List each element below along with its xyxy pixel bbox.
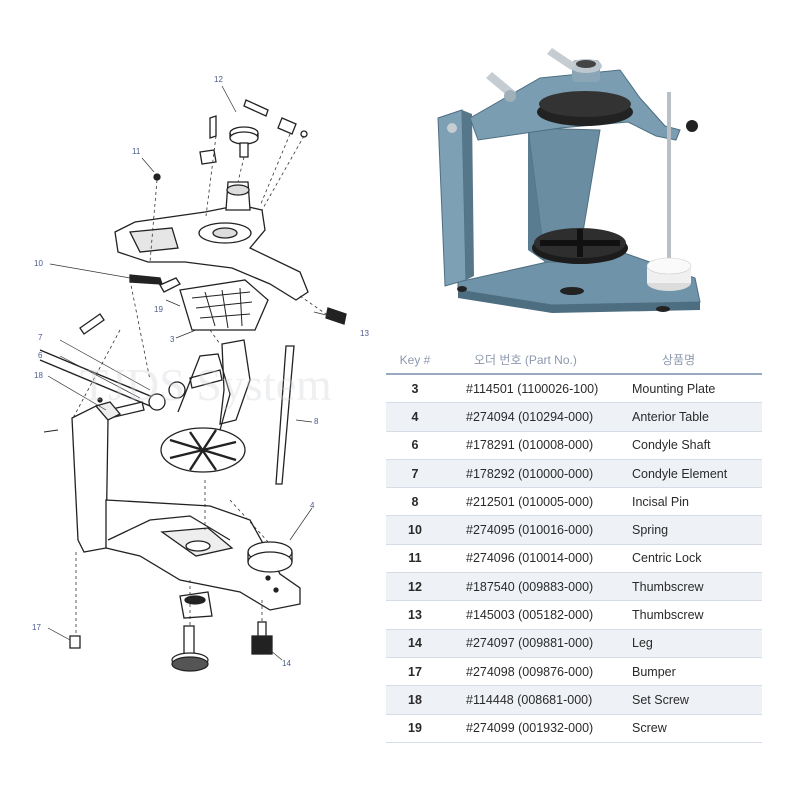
row-key: 14 xyxy=(386,629,444,658)
row-part-no: #274094 (010294-000) xyxy=(444,402,628,432)
table-row: 13#145003 (005182-000)Thumbscrew xyxy=(386,600,762,630)
table-row: 14#274097 (009881-000)Leg xyxy=(386,629,762,658)
row-key: 17 xyxy=(386,657,444,687)
callout-leader-lines xyxy=(47,85,331,661)
callout-13: 13 xyxy=(360,329,369,338)
row-part-no: #114448 (008681-000) xyxy=(444,685,628,715)
table-row: 3#114501 (1100026-100)Mounting Plate xyxy=(386,374,762,404)
row-key: 4 xyxy=(386,402,444,432)
table-row: 12#187540 (009883-000)Thumbscrew xyxy=(386,572,762,602)
row-name: Centric Lock xyxy=(628,544,762,574)
row-name: Screw xyxy=(628,714,762,743)
table-row: 4#274094 (010294-000)Anterior Table xyxy=(386,402,762,432)
row-name: Leg xyxy=(628,629,762,658)
callout-18: 18 xyxy=(34,371,43,380)
row-key: 12 xyxy=(386,572,444,602)
callout-14: 14 xyxy=(282,659,291,668)
row-key: 18 xyxy=(386,685,444,715)
callout-12: 12 xyxy=(214,75,223,84)
row-name: Spring xyxy=(628,515,762,545)
row-key: 11 xyxy=(386,544,444,574)
row-part-no: #178292 (010000-000) xyxy=(444,459,628,489)
table-row: 7#178292 (010000-000)Condyle Element xyxy=(386,459,762,489)
table-row: 11#274096 (010014-000)Centric Lock xyxy=(386,544,762,574)
callout-17: 17 xyxy=(32,623,41,632)
row-part-no: #212501 (010005-000) xyxy=(444,487,628,517)
row-key: 3 xyxy=(386,374,444,404)
row-name: Mounting Plate xyxy=(628,374,762,404)
row-part-no: #274097 (009881-000) xyxy=(444,629,628,658)
row-name: Thumbscrew xyxy=(628,600,762,630)
row-name: Thumbscrew xyxy=(628,572,762,602)
row-key: 19 xyxy=(386,714,444,743)
row-part-no: #274099 (001932-000) xyxy=(444,714,628,743)
row-name: Bumper xyxy=(628,657,762,687)
row-part-no: #145003 (005182-000) xyxy=(444,600,628,630)
row-name: Condyle Element xyxy=(628,459,762,489)
articulator-photo xyxy=(437,48,701,313)
table-row: 17#274098 (009876-000)Bumper xyxy=(386,657,762,687)
callout-6: 6 xyxy=(38,351,43,360)
callout-7: 7 xyxy=(38,333,43,342)
row-part-no: #178291 (010008-000) xyxy=(444,431,628,460)
table-row: 10#274095 (010016-000)Spring xyxy=(386,515,762,545)
row-key: 10 xyxy=(386,515,444,545)
row-key: 13 xyxy=(386,600,444,630)
table-row: 18#114448 (008681-000)Set Screw xyxy=(386,685,762,715)
watermark: TJDS System xyxy=(80,359,332,410)
row-name: Anterior Table xyxy=(628,402,762,432)
header-key: Key # xyxy=(386,346,444,375)
row-key: 6 xyxy=(386,431,444,460)
row-name: Set Screw xyxy=(628,685,762,715)
callout-11: 11 xyxy=(132,147,141,156)
row-part-no: #187540 (009883-000) xyxy=(444,572,628,602)
table-row: 19#274099 (001932-000)Screw xyxy=(386,714,762,743)
assembly-guide-lines xyxy=(71,133,327,636)
table-row: 6#178291 (010008-000)Condyle Shaft xyxy=(386,431,762,460)
header-product-name: 상품명 xyxy=(628,346,762,375)
callout-10: 10 xyxy=(34,259,43,268)
row-part-no: #274096 (010014-000) xyxy=(444,544,628,574)
row-key: 7 xyxy=(386,459,444,489)
row-name: Condyle Shaft xyxy=(628,431,762,460)
header-part-no: 오더 번호 (Part No.) xyxy=(444,346,628,375)
callout-labels: 12 11 10 19 3 13 7 6 18 8 4 17 14 xyxy=(32,75,369,668)
callout-8: 8 xyxy=(314,417,319,426)
row-part-no: #274098 (009876-000) xyxy=(444,657,628,687)
table-header-row: Key # 오더 번호 (Part No.) 상품명 xyxy=(386,346,762,375)
exploded-parts-drawing xyxy=(39,99,347,672)
table-row: 8#212501 (010005-000)Incisal Pin xyxy=(386,487,762,517)
parts-table: Key # 오더 번호 (Part No.) 상품명 3#114501 (110… xyxy=(386,346,762,743)
row-key: 8 xyxy=(386,487,444,517)
row-name: Incisal Pin xyxy=(628,487,762,517)
callout-4: 4 xyxy=(310,501,315,510)
callout-3: 3 xyxy=(170,335,175,344)
callout-19: 19 xyxy=(154,305,163,314)
row-part-no: #114501 (1100026-100) xyxy=(444,374,628,404)
row-part-no: #274095 (010016-000) xyxy=(444,515,628,545)
